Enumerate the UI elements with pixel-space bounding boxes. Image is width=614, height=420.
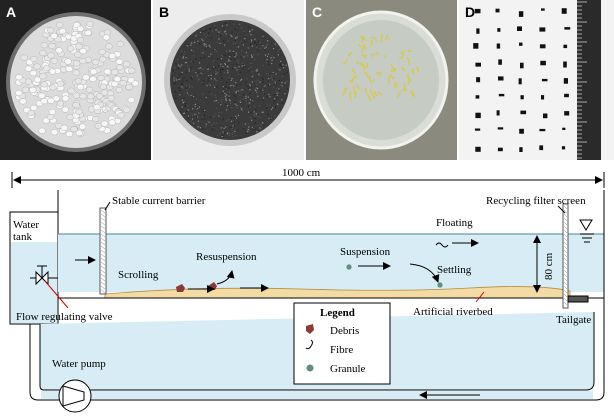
white-pellets-image <box>0 0 151 160</box>
photo-d-debris-ruler: D <box>459 0 614 160</box>
riverbed-leader-line <box>475 291 485 303</box>
water-pump-label: Water pump <box>52 358 106 370</box>
ruler <box>577 0 601 160</box>
pump-impeller <box>62 385 85 407</box>
flume-diagram: 1000 cm Water tank Water pump Flow regul… <box>9 167 605 413</box>
flume-water <box>58 234 604 292</box>
tailgate-label: Tailgate <box>556 314 591 326</box>
stable-current-barrier <box>99 207 107 295</box>
water-pump-symbol <box>58 379 92 413</box>
photo-a-white-pellets: A <box>0 0 151 160</box>
scrolling-label: Scrolling <box>118 269 159 281</box>
barrier-leader-line <box>104 201 111 211</box>
water-tank-label-line1: Water <box>13 219 39 231</box>
photo-b-black-granules: B <box>153 0 304 160</box>
water-level-symbol <box>579 219 593 231</box>
floating-fibre-icon <box>435 242 449 248</box>
suspension-granule <box>346 264 352 270</box>
legend-debris-label: Debris <box>330 325 359 337</box>
panel-label-b: B <box>159 4 170 20</box>
floating-label: Floating <box>436 217 473 229</box>
riverbed-label: Artificial riverbed <box>413 306 493 318</box>
settling-granule <box>437 282 443 288</box>
stable-barrier-label: Stable current barrier <box>112 195 206 207</box>
resuspension-label: Resuspension <box>196 251 257 263</box>
black-granules-image <box>153 0 304 160</box>
legend-granule-label: Granule <box>330 363 366 375</box>
valve-leader-line <box>44 280 69 309</box>
yellow-fibres-image <box>306 0 457 160</box>
screen-leader-line <box>557 205 566 214</box>
photo-c-petri-dish: C <box>306 0 457 160</box>
length-label: 1000 cm <box>282 167 321 179</box>
legend-fibre-icon <box>305 339 313 350</box>
settling-label: Settling <box>437 264 472 276</box>
legend-granule-icon <box>306 364 314 372</box>
recycling-screen-label: Recycling filter screen <box>486 195 586 207</box>
water-tank-water <box>11 242 57 323</box>
legend-debris-icon <box>306 324 314 334</box>
legend-title: Legend <box>320 307 355 319</box>
scrolling-debris <box>176 284 185 292</box>
panel-label-a: A <box>6 4 17 20</box>
return-pipe-water <box>41 391 593 399</box>
settling-arrow <box>409 263 440 283</box>
debris-ruler-image <box>459 0 614 160</box>
panel-label-d: D <box>465 4 476 20</box>
legend-fibre-label: Fibre <box>330 344 353 356</box>
suspension-label: Suspension <box>340 246 391 258</box>
resuspension-arrow <box>216 270 235 285</box>
water-tank-label-line2: tank <box>13 231 32 243</box>
panel-label-c: C <box>312 4 323 20</box>
return-pipe-outer <box>29 312 605 401</box>
depth-label: 80 cm <box>543 252 555 280</box>
recycling-filter-screen <box>562 203 569 309</box>
tailgate-symbol <box>567 295 589 303</box>
flow-valve-label: Flow regulating valve <box>16 311 113 323</box>
